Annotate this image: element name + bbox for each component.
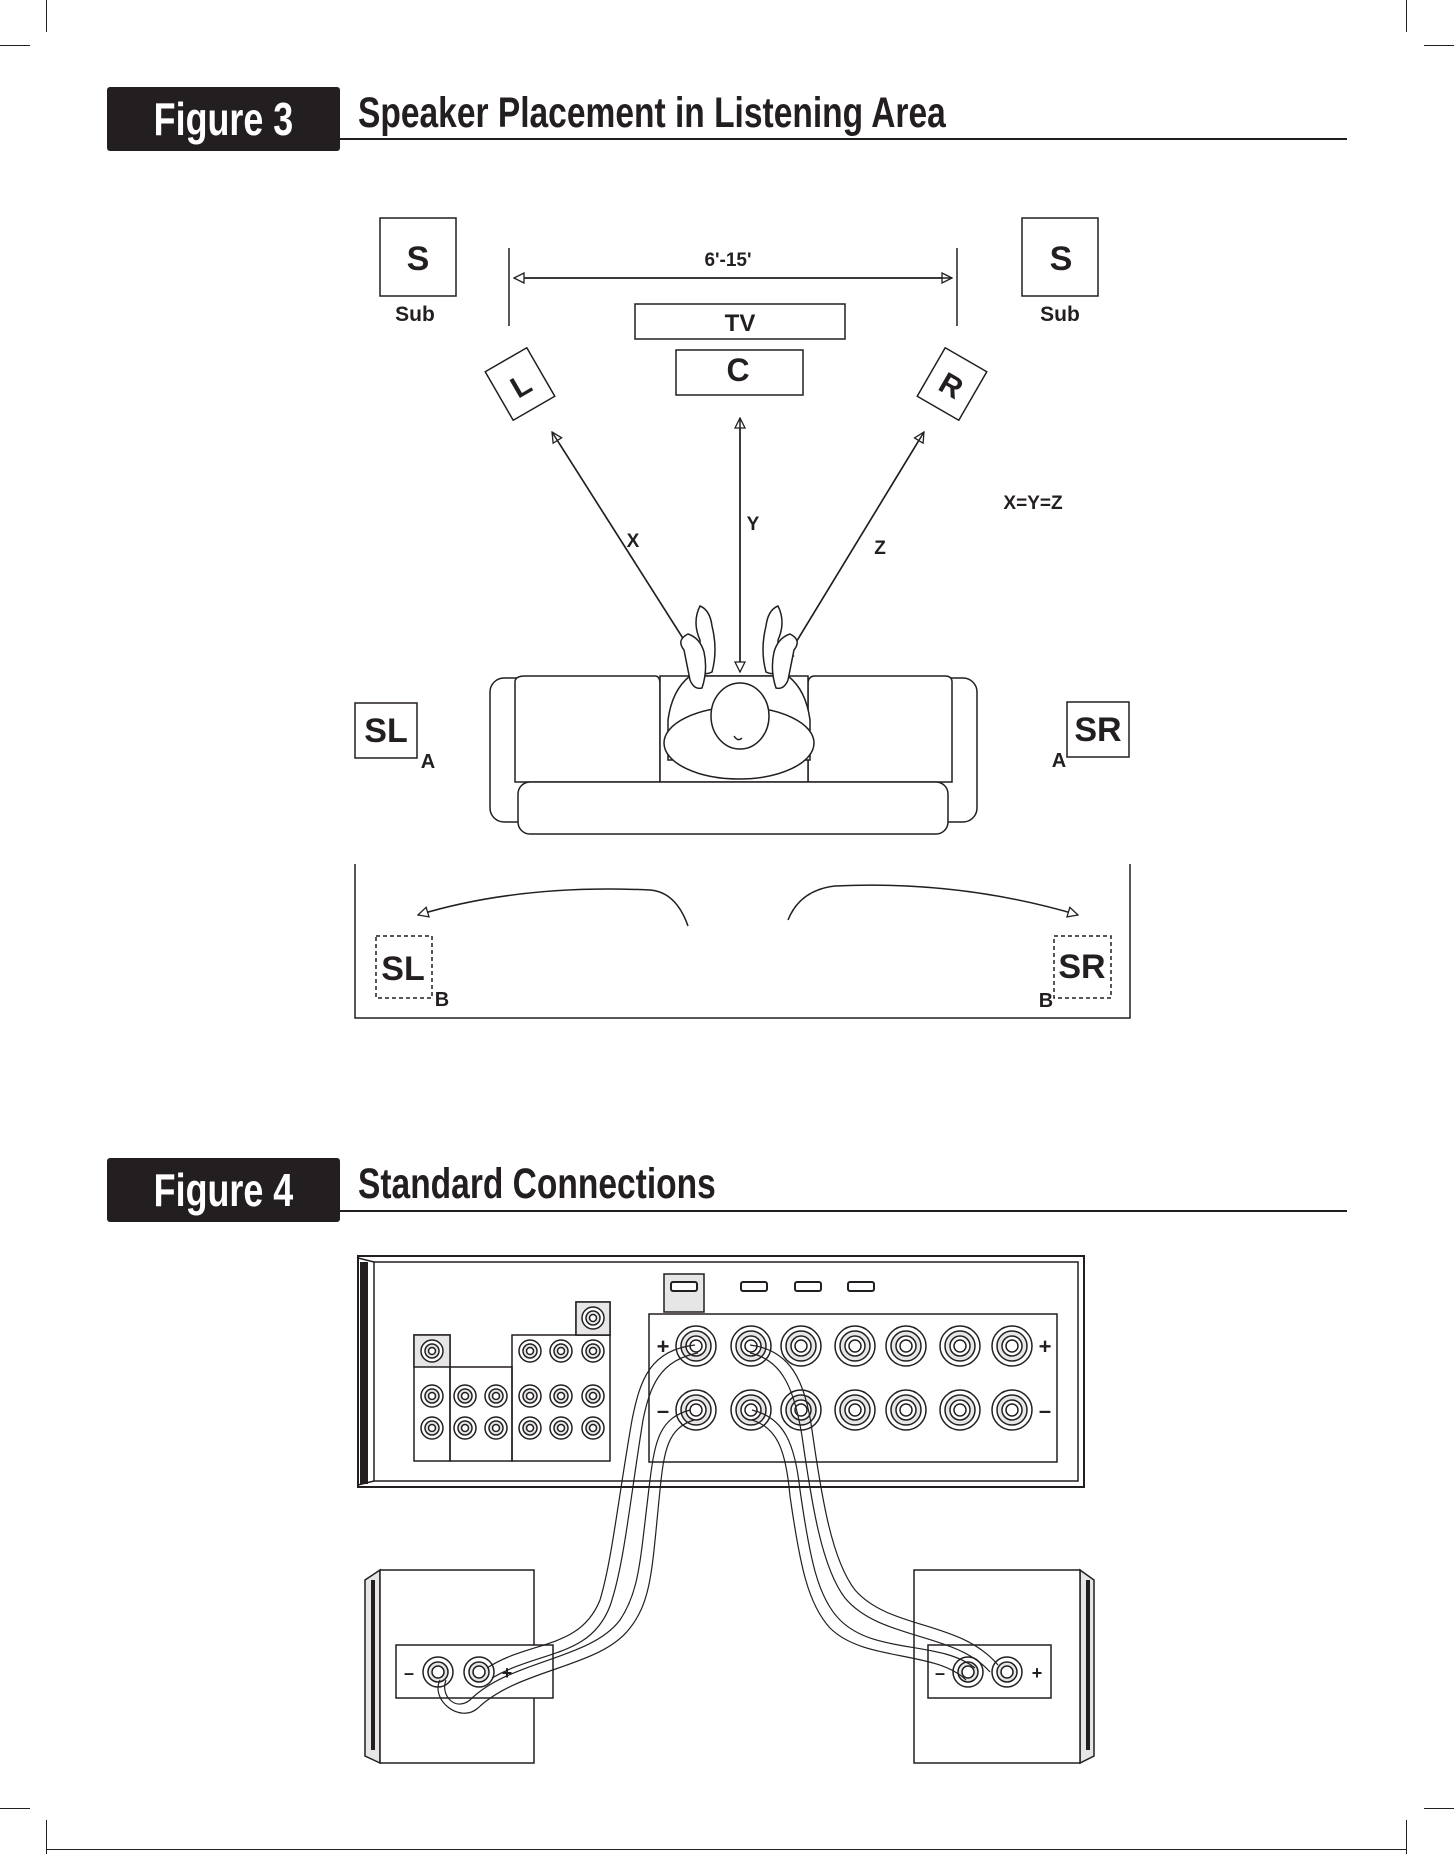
- rca-jack: [582, 1417, 604, 1439]
- binding-post: [731, 1326, 771, 1366]
- equation-label: X=Y=Z: [1003, 493, 1063, 514]
- sl-a-label: SL: [364, 712, 407, 750]
- surround-right-b: SR B: [1039, 936, 1111, 1012]
- subwoofer-left: S Sub: [380, 218, 456, 326]
- sr-b-label: SR: [1058, 948, 1105, 986]
- binding-post: [835, 1326, 875, 1366]
- subwoofer-right: S Sub: [1022, 218, 1098, 326]
- binding-post: [781, 1326, 821, 1366]
- plus-right-label: +: [1039, 1334, 1052, 1359]
- spk-left-minus-label: –: [404, 1663, 414, 1683]
- plus-left-label: +: [657, 1334, 670, 1359]
- binding-post: [886, 1326, 926, 1366]
- rca-jack: [421, 1417, 443, 1439]
- rca-jack: [485, 1385, 507, 1407]
- binding-post: [940, 1326, 980, 1366]
- rca-jack: [582, 1340, 604, 1362]
- spk-left-plus-label: +: [502, 1663, 513, 1683]
- binding-post: [886, 1390, 926, 1430]
- sub-left-caption: Sub: [395, 303, 435, 326]
- speaker-right: – +: [914, 1570, 1094, 1763]
- listening-arrows: X Y Z X=Y=Z: [552, 418, 1063, 672]
- speaker-left: – +: [365, 1570, 553, 1763]
- binding-post: [676, 1326, 716, 1366]
- left-speaker: L: [485, 348, 555, 420]
- rca-jack: [454, 1417, 476, 1439]
- b-left-label: B: [435, 989, 449, 1011]
- rca-jack: [485, 1417, 507, 1439]
- rca-jack: [582, 1307, 604, 1329]
- rca-jack: [519, 1417, 541, 1439]
- tv: TV: [635, 304, 845, 339]
- figure-3-diagram: S Sub S Sub 6'-15' TV C L: [355, 218, 1130, 1018]
- center-label: C: [726, 352, 749, 388]
- rca-jack: [550, 1417, 572, 1439]
- a-left-label: A: [421, 751, 435, 773]
- sub-right-caption: Sub: [1040, 303, 1080, 326]
- binding-post: [940, 1390, 980, 1430]
- y-label: Y: [747, 514, 760, 535]
- binding-post: [781, 1390, 821, 1430]
- rca-jack: [454, 1385, 476, 1407]
- surround-right-a: SR A: [1052, 702, 1129, 772]
- x-label: X: [627, 531, 640, 552]
- rca-jack: [519, 1385, 541, 1407]
- b-right-label: B: [1039, 990, 1053, 1012]
- spk-right-plus-label: +: [1032, 1663, 1043, 1683]
- right-speaker: R: [917, 348, 987, 420]
- listener: [664, 606, 814, 779]
- sub-left-letter: S: [407, 240, 430, 278]
- a-right-label: A: [1052, 750, 1066, 772]
- rca-jack: [582, 1385, 604, 1407]
- back-wall: [355, 864, 1130, 1018]
- minus-right-label: –: [1039, 1398, 1051, 1423]
- figure-4-diagram: + + – – – +: [358, 1256, 1094, 1763]
- binding-post: [835, 1390, 875, 1430]
- sr-a-label: SR: [1074, 711, 1121, 749]
- minus-left-label: –: [657, 1398, 669, 1423]
- surround-left-a: SL A: [355, 703, 435, 773]
- binding-post: [992, 1390, 1032, 1430]
- binding-post: [731, 1390, 771, 1430]
- tv-label: TV: [725, 310, 756, 337]
- sub-right-letter: S: [1050, 240, 1073, 278]
- surround-left-b: SL B: [376, 936, 449, 1011]
- rca-jack: [421, 1340, 443, 1362]
- center-speaker: C: [676, 350, 803, 395]
- distance-label: 6'-15': [704, 250, 751, 271]
- binding-post: [992, 1326, 1032, 1366]
- sl-b-label: SL: [381, 950, 424, 988]
- rca-jack: [550, 1340, 572, 1362]
- rca-jack: [550, 1385, 572, 1407]
- binding-post: [676, 1390, 716, 1430]
- receiver: [358, 1256, 1084, 1487]
- rca-jack: [519, 1340, 541, 1362]
- rca-jack: [421, 1385, 443, 1407]
- z-label: Z: [874, 538, 886, 559]
